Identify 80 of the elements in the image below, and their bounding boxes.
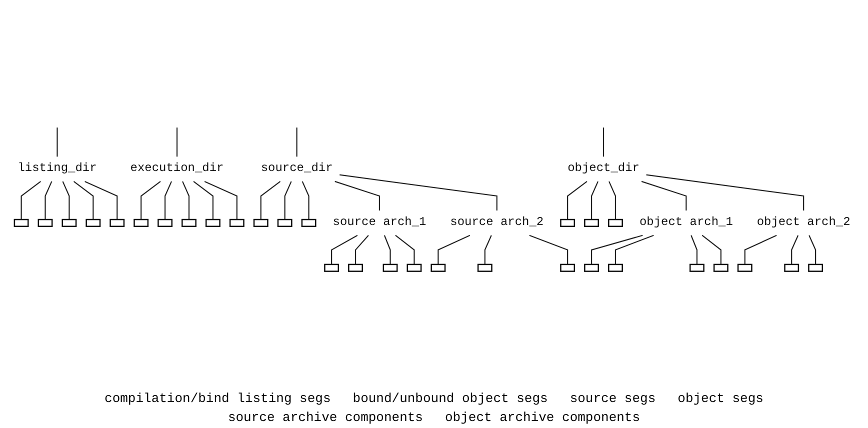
- node-box: [560, 264, 576, 272]
- group-label: source segs: [570, 391, 656, 406]
- node-box: [38, 218, 53, 228]
- node-box: [560, 218, 576, 228]
- node-box: [134, 218, 149, 228]
- node-box: [608, 218, 623, 228]
- connector: [614, 234, 654, 264]
- node-box: [584, 218, 600, 228]
- node-box: [182, 218, 196, 228]
- node-box: [14, 218, 29, 228]
- node-box: [784, 264, 800, 272]
- connector: [20, 181, 42, 220]
- node-box: [253, 218, 268, 228]
- node-box: [477, 264, 492, 272]
- node-box: [301, 218, 316, 228]
- node-box: [348, 264, 363, 272]
- connector: [690, 235, 698, 264]
- group-label: bound/unbound object segs: [352, 391, 548, 406]
- node-box: [713, 264, 728, 272]
- connector: [438, 234, 470, 264]
- connector: [284, 181, 292, 220]
- connector: [384, 235, 391, 264]
- node-text: object_dir: [568, 162, 640, 176]
- connector: [395, 234, 415, 264]
- group-label: object segs: [678, 391, 764, 406]
- connector: [193, 181, 214, 220]
- node-text: object arch_1: [639, 216, 733, 230]
- connector: [302, 181, 310, 220]
- node-text: object arch_2: [756, 216, 850, 230]
- node-text: source_dir: [260, 162, 333, 176]
- connector: [808, 235, 816, 264]
- connector: [590, 234, 643, 264]
- group-label: object archive components: [445, 410, 640, 425]
- node-text: source arch_2: [450, 216, 544, 230]
- connector: [44, 181, 52, 220]
- node-box: [406, 264, 422, 272]
- node-text: listing_dir: [18, 162, 97, 176]
- connector: [590, 181, 598, 220]
- node-box: [86, 218, 101, 228]
- node-box: [229, 218, 244, 228]
- connector: [702, 234, 722, 264]
- node-box: [382, 264, 398, 272]
- group-label: source archive components: [228, 410, 423, 425]
- node-box: [584, 264, 600, 272]
- connector: [164, 181, 172, 220]
- node-box: [689, 264, 704, 272]
- node-box: [62, 218, 77, 228]
- connector: [641, 180, 687, 211]
- connector: [56, 128, 58, 157]
- connector: [176, 128, 178, 157]
- node-text: source arch_1: [332, 216, 426, 230]
- node-box: [608, 264, 623, 272]
- connector: [340, 174, 498, 211]
- node-box: [158, 218, 173, 228]
- connector: [354, 235, 369, 264]
- node-box: [110, 218, 125, 228]
- connector: [296, 128, 298, 157]
- connector: [260, 181, 281, 220]
- connector: [73, 181, 94, 220]
- connector: [334, 180, 380, 211]
- connector: [484, 235, 492, 264]
- connector: [646, 174, 804, 211]
- node-box: [808, 264, 824, 272]
- node-box: [277, 218, 292, 228]
- node-text: execution_dir: [130, 162, 224, 176]
- connector: [182, 181, 190, 220]
- node-box: [737, 264, 752, 272]
- connector: [331, 234, 358, 264]
- connector: [791, 235, 799, 264]
- connector: [744, 234, 777, 264]
- connector: [567, 181, 588, 220]
- connector: [529, 234, 568, 264]
- group-label: compilation/bind listing segs: [104, 391, 331, 406]
- connector: [62, 181, 70, 220]
- node-box: [324, 264, 340, 272]
- connector: [140, 181, 161, 220]
- node-box: [205, 218, 220, 228]
- node-box: [430, 264, 446, 272]
- connector: [602, 128, 604, 157]
- connector: [608, 181, 616, 220]
